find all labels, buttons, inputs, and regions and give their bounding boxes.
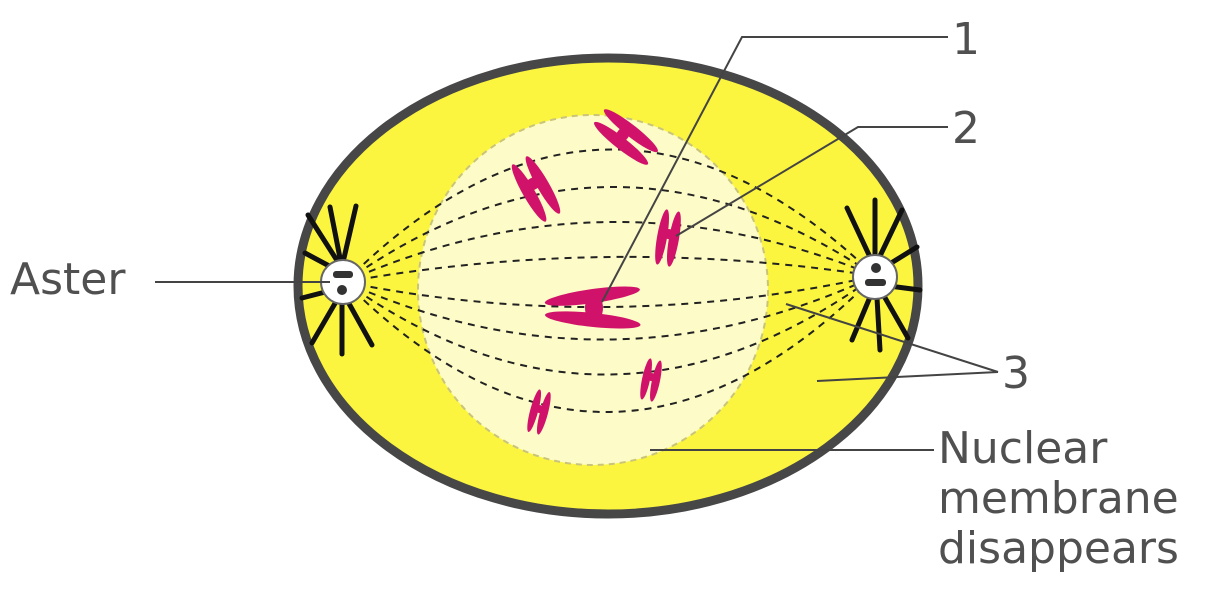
right-centrosome <box>853 255 897 299</box>
label-nuclear-line-3: disappears <box>938 524 1179 574</box>
label-nuclear-line-1: Nuclear <box>938 424 1179 474</box>
label-nuclear-membrane: Nuclear membrane disappears <box>938 424 1179 574</box>
label-aster: Aster <box>10 258 125 302</box>
label-nuclear-line-2: membrane <box>938 474 1179 524</box>
label-2: 2 <box>952 107 980 151</box>
label-3: 3 <box>1002 352 1030 396</box>
label-1: 1 <box>952 18 980 62</box>
